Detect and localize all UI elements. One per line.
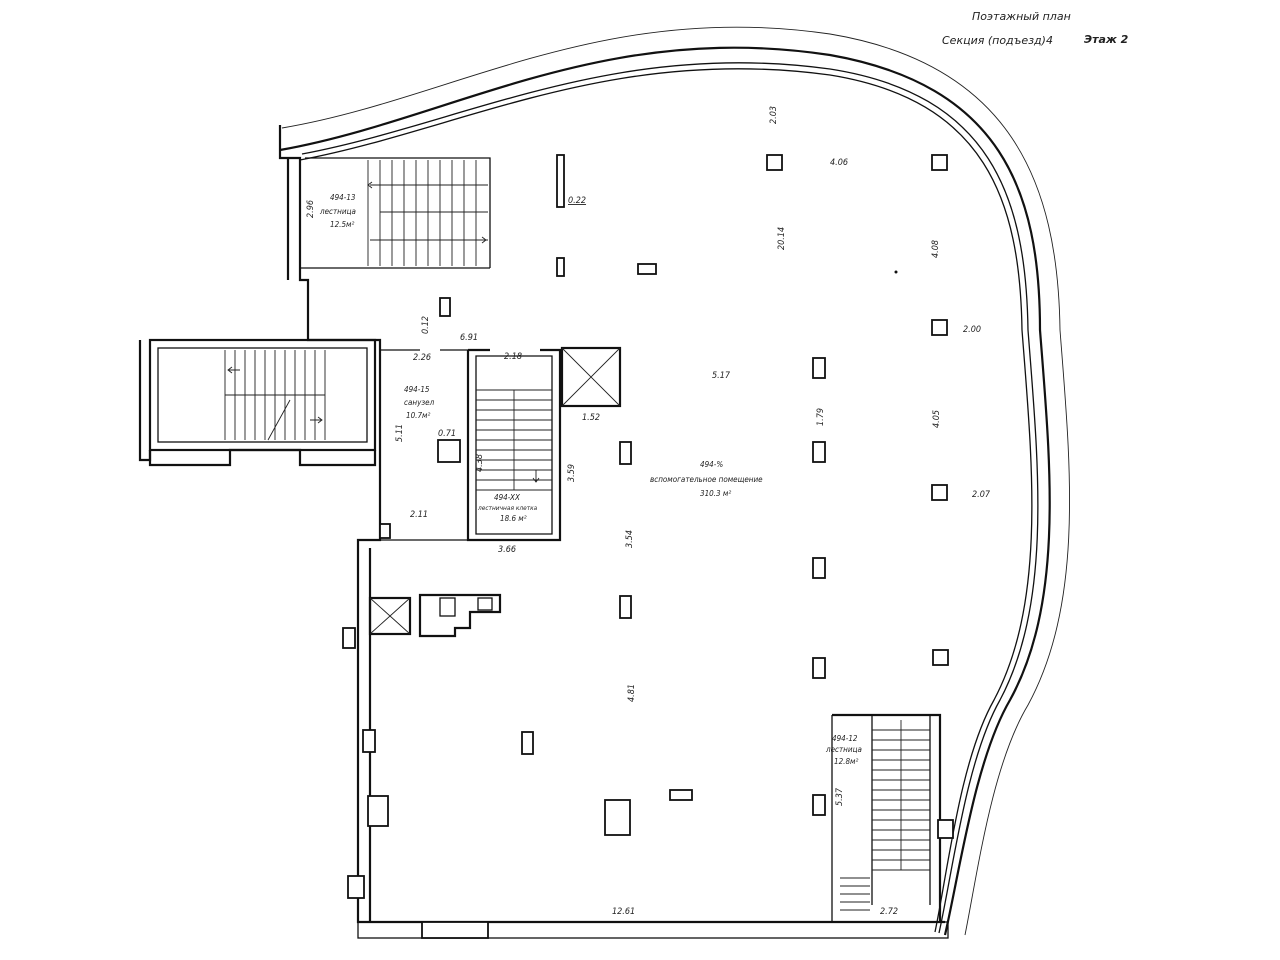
dim-2-18: 2.18 xyxy=(504,352,522,362)
room-name-stair-12: лестница xyxy=(825,745,862,754)
dim-4-06: 4.06 xyxy=(830,158,848,168)
dim-1-79: 1.79 xyxy=(816,408,826,426)
dim-2-26: 2.26 xyxy=(413,353,431,363)
dim-3-54: 3.54 xyxy=(625,530,635,548)
shaft xyxy=(560,346,622,408)
dim-3-59: 3.59 xyxy=(567,464,577,482)
columns xyxy=(342,154,954,899)
dim-2-03: 2.03 xyxy=(769,106,779,124)
dim-2-96: 2.96 xyxy=(306,200,316,218)
utility-block xyxy=(368,593,502,638)
room-code-wc-15: 494-15 xyxy=(404,385,430,394)
room-area-stair-12: 12.8м² xyxy=(834,757,858,766)
wc-494-15 xyxy=(379,349,470,541)
dim-12-61: 12.61 xyxy=(612,907,635,917)
room-code-stair-12: 494-12 xyxy=(832,734,858,743)
room-code-main-hall: 494-% xyxy=(700,460,723,469)
room-name-stair-xx: лестничная клетка xyxy=(477,504,538,512)
left-stair-block xyxy=(138,338,377,467)
room-area-main-hall: 310.3 м² xyxy=(700,489,731,498)
room-code-stair-xx: 494-XX xyxy=(494,493,521,502)
dim-2-00: 2.00 xyxy=(963,325,981,335)
room-area-wc-15: 10.7м² xyxy=(406,411,430,420)
dim-2-72: 2.72 xyxy=(880,907,898,917)
room-name-main-hall: вспомогательное помещение xyxy=(650,475,763,484)
room-name-stair-13: лестница xyxy=(319,207,356,216)
room-area-stair-xx: 18.6 м² xyxy=(500,514,527,523)
dim-3-66: 3.66 xyxy=(498,545,516,555)
room-labels: 494-13 лестница 12.5м² 494-15 санузел 10… xyxy=(319,193,862,766)
plan-title: Поэтажный план xyxy=(972,10,1071,23)
room-name-wc-15: санузел xyxy=(404,398,435,407)
stair-494-12 xyxy=(831,715,931,922)
dim-0-71: 0.71 xyxy=(438,429,456,439)
dim-5-17: 5.17 xyxy=(712,371,731,381)
dim-0-12: 0.12 xyxy=(421,316,431,334)
room-code-stair-13: 494-13 xyxy=(330,193,356,202)
entry-door xyxy=(421,921,489,939)
dim-20-14: 20.14 xyxy=(777,227,787,250)
dim-4-38: 4.38 xyxy=(475,454,485,472)
dim-4-05: 4.05 xyxy=(932,410,942,428)
dim-4-81: 4.81 xyxy=(627,684,637,702)
dim-5-11: 5.11 xyxy=(395,424,405,442)
stair-arrows xyxy=(227,181,898,483)
stair-494-13 xyxy=(300,157,491,269)
section-label: Секция (подъезд)4 xyxy=(942,34,1053,47)
floor-label: Этаж 2 xyxy=(1084,33,1129,46)
curved-facade-wall xyxy=(279,26,1070,936)
dim-2-11: 2.11 xyxy=(410,510,428,520)
dim-5-37: 5.37 xyxy=(835,787,845,806)
dim-0-22: 0.22 xyxy=(568,196,586,206)
room-area-stair-13: 12.5м² xyxy=(330,220,354,229)
dimension-labels: 2.96 0.12 6.91 2.26 2.18 5.11 0.71 4.38 … xyxy=(306,106,991,917)
stair-494-xx xyxy=(466,348,562,542)
dim-6-91: 6.91 xyxy=(460,333,478,343)
dim-1-52: 1.52 xyxy=(582,413,600,423)
dim-4-08: 4.08 xyxy=(931,240,941,258)
dim-2-07: 2.07 xyxy=(972,490,991,500)
